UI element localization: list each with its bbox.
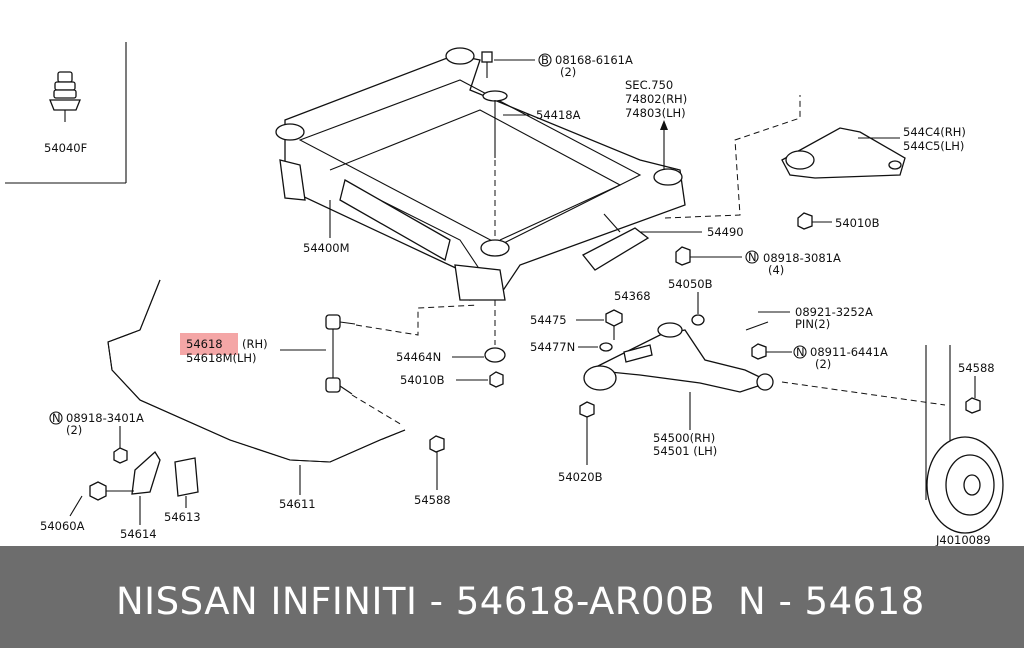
circle-n-2-icon (793, 345, 807, 359)
footer-ref: N - 54618 (738, 580, 925, 623)
washer-54477N-icon (599, 342, 613, 352)
label-08921: 08921-3252A (795, 305, 873, 319)
nut-54010B-mid-icon (489, 371, 504, 388)
label-54588-bottom: 54588 (414, 493, 451, 507)
label-sec750-lh: 74803(LH) (625, 106, 686, 120)
footer-title: NISSAN INFINITI - 54618-AR00B (116, 580, 715, 623)
hub-rotor-icon (926, 436, 1004, 534)
stabilizer-bar-54611 (107, 279, 406, 463)
label-54611: 54611 (279, 497, 316, 511)
clamp-54614-icon (131, 450, 161, 495)
cover-54490-icon (581, 213, 702, 271)
nut-54588-bottom-icon (429, 435, 445, 453)
clip-fastener-icon (49, 71, 81, 122)
label-54010B-mid: 54010B (400, 373, 445, 387)
crossmember-54400M (275, 47, 686, 301)
circle-b-icon (538, 53, 552, 67)
label-54400M: 54400M (303, 241, 350, 255)
label-54464N: 54464N (396, 350, 441, 364)
diagram-id: J4010089 (935, 533, 991, 546)
label-54618-rh: (RH) (242, 337, 268, 351)
nut-08918-3081-icon (675, 246, 691, 266)
inset-54040F: 54040F (5, 42, 127, 184)
label-08168-qty: (2) (560, 65, 576, 79)
label-08918-3081-qty: (4) (768, 263, 784, 277)
circle-n-3-letter: N (52, 411, 61, 425)
circle-n-letter: N (748, 250, 757, 264)
label-54060A: 54060A (40, 519, 85, 533)
label-54040F: 54040F (44, 141, 87, 155)
label-54588-right: 54588 (958, 361, 995, 375)
bushing-54464N-icon (484, 347, 506, 363)
nut-08918-3401-icon (113, 447, 128, 464)
label-08918-3401-qty: (2) (66, 423, 82, 437)
pin-icon (745, 321, 769, 331)
label-54490: 54490 (707, 225, 744, 239)
bolt-54060A-icon (89, 481, 107, 501)
label-08911-qty: (2) (815, 357, 831, 371)
highlight-54618 (180, 333, 238, 355)
bolt-54475-icon (605, 309, 623, 327)
label-54475: 54475 (530, 313, 567, 327)
label-pin: PIN(2) (795, 317, 830, 331)
label-544C4: 544C4(RH) (903, 125, 966, 139)
bracket-544C4-icon (781, 127, 906, 179)
stabilizer-link-54618-icon (325, 314, 356, 395)
label-08918-3081: 08918-3081A (763, 251, 841, 265)
label-54618M: 54618M(LH) (186, 351, 257, 365)
circle-b-letter: B (541, 53, 549, 67)
label-54010B-top: 54010B (835, 216, 880, 230)
label-sec750-rh: 74802(RH) (625, 92, 687, 106)
label-sec750: SEC.750 (625, 78, 673, 92)
nut-54010B-icon (797, 212, 813, 230)
circle-n-3-icon (49, 411, 63, 425)
label-54418A: 54418A (536, 108, 581, 122)
bushing-54050B-icon (691, 314, 705, 326)
circle-n-icon (745, 250, 759, 264)
parts-diagram: 54040F B 08168-6161A (2) 54418A SEC.750 … (5, 42, 1004, 546)
label-54050B: 54050B (668, 277, 713, 291)
label-54501: 54501 (LH) (653, 444, 717, 458)
nut-54020B-icon (579, 401, 595, 418)
footer-bar: NISSAN INFINITI - 54618-AR00B N - 54618 (0, 546, 1024, 648)
label-54614: 54614 (120, 527, 157, 541)
label-54618: 54618 (186, 337, 223, 351)
label-54613: 54613 (164, 510, 201, 524)
label-54368: 54368 (614, 289, 651, 303)
bolt-08168-icon (481, 51, 535, 78)
bushing-54613-icon (174, 457, 199, 497)
nut-54588-right-icon (965, 397, 981, 414)
label-54020B: 54020B (558, 470, 603, 484)
nut-08911-icon (751, 343, 767, 360)
label-08168: 08168-6161A (555, 53, 633, 67)
label-08911: 08911-6441A (810, 345, 888, 359)
circle-n-2-letter: N (796, 345, 805, 359)
label-54477N: 54477N (530, 340, 575, 354)
label-54500: 54500(RH) (653, 431, 715, 445)
lower-arm-54500-icon (583, 322, 774, 393)
arrow-head-icon (660, 120, 668, 130)
label-544C5: 544C5(LH) (903, 139, 964, 153)
long-bolt-54418A-icon (482, 90, 530, 240)
label-08918-3401: 08918-3401A (66, 411, 144, 425)
